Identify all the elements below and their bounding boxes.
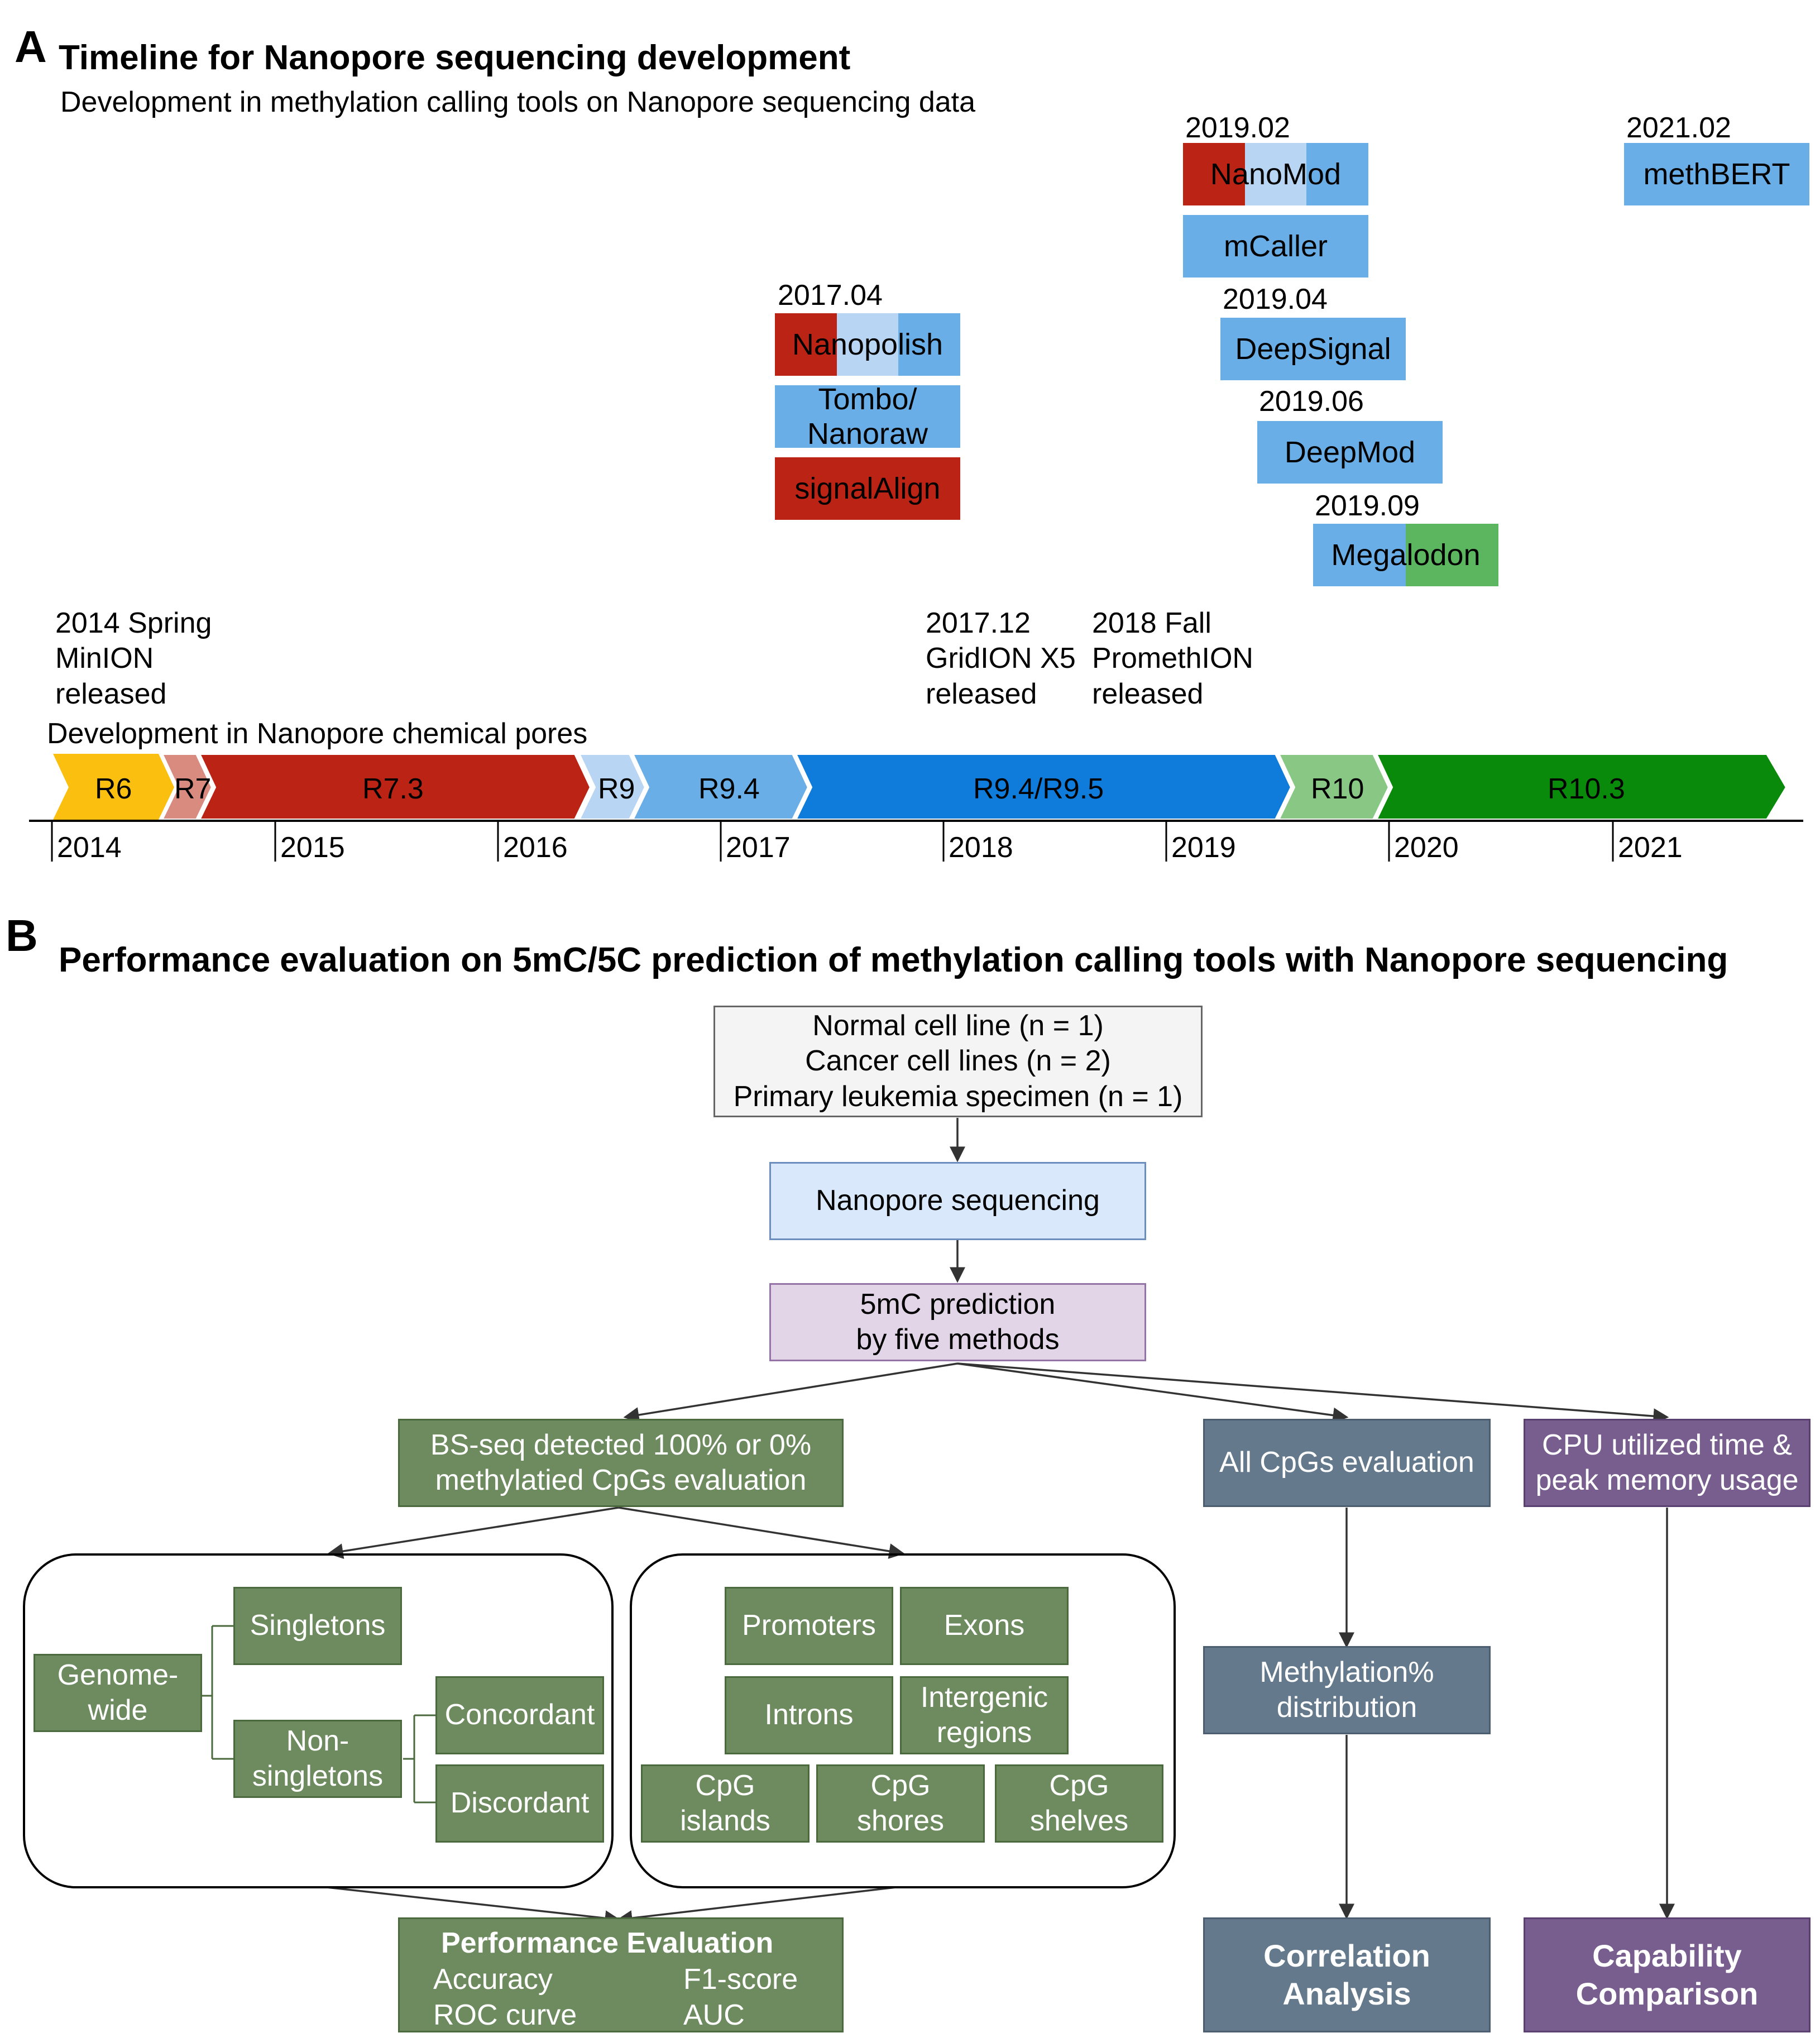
panel-a-title: Timeline for Nanopore sequencing develop… (59, 39, 851, 77)
region-cpg-shores: CpG shores (816, 1764, 985, 1843)
tool-methbert: methBERT (1624, 143, 1809, 205)
tool-signalalign: signalAlign (775, 457, 960, 520)
capability-comparison-box: Capability Comparison (1524, 1917, 1811, 2032)
release-date-label: 2019.06 (1259, 385, 1364, 418)
year-label: 2019 (1171, 831, 1236, 864)
pore-label: R9.4 (698, 773, 760, 805)
tool-nanomod: NanoMod (1210, 157, 1342, 191)
pore-label: R10.3 (1548, 773, 1625, 805)
gridion-release-event: 2017.12 GridION X5 released (926, 607, 1076, 710)
pore-label: R10 (1311, 773, 1364, 805)
year-label: 2015 (280, 831, 345, 864)
metric-accuracy: Accuracy (433, 1963, 553, 1996)
promethion-release-event: 2018 Fall PromethION released (1092, 607, 1253, 710)
region-introns: Introns (725, 1676, 893, 1754)
all-cpgs-evaluation-box: All CpGs evaluation (1203, 1419, 1491, 1507)
panel-b-title: Performance evaluation on 5mC/5C predict… (59, 941, 1728, 979)
concordant-box: Concordant (435, 1676, 604, 1754)
minion-release-event: 2014 Spring MinION released (55, 607, 212, 710)
pore-label: R7.3 (362, 773, 424, 805)
year-label: 2018 (949, 831, 1013, 864)
regions-group (630, 1553, 1176, 1888)
tool-mcaller: mCaller (1183, 215, 1368, 278)
singletons-box: Singletons (233, 1587, 402, 1665)
genome-wide-group (23, 1553, 614, 1888)
pore-label: R9 (598, 773, 635, 805)
metric-roc-curve: ROC curve (433, 1999, 577, 2031)
region-promoters: Promoters (725, 1587, 893, 1665)
cpu-memory-box: CPU utilized time & peak memory usage (1524, 1419, 1811, 1507)
panel-b-letter: B (6, 911, 38, 960)
correlation-analysis-box: Correlation Analysis (1203, 1917, 1491, 2032)
region-cpg-islands: CpG islands (641, 1764, 810, 1843)
performance-evaluation-box: Performance Evaluation Accuracy F1-score… (398, 1917, 844, 2032)
tool-tombo-nanoraw: Tombo/ Nanoraw (775, 382, 960, 451)
panel-a-letter: A (15, 22, 47, 71)
pore-r6-chevron (53, 754, 174, 820)
region-exons: Exons (900, 1587, 1069, 1665)
performance-title: Performance Evaluation (441, 1927, 774, 1959)
region-intergenic: Intergenic regions (900, 1676, 1069, 1754)
pore-label: R7 (174, 773, 212, 805)
release-date-label: 2017.04 (778, 279, 883, 312)
release-date-label: 2019.09 (1315, 490, 1420, 522)
pore-chevrons (29, 753, 1803, 862)
samples-box: Normal cell line (n = 1) Cancer cell lin… (713, 1006, 1203, 1117)
release-date-label: 2021.02 (1626, 112, 1731, 144)
tool-deepmod: DeepMod (1257, 421, 1443, 484)
discordant-box: Discordant (435, 1764, 604, 1843)
year-label: 2017 (726, 831, 791, 864)
nanopore-sequencing-box: Nanopore sequencing (769, 1162, 1146, 1240)
bsseq-evaluation-box: BS-seq detected 100% or 0% methylatied C… (398, 1419, 844, 1507)
metric-auc: AUC (683, 1999, 745, 2031)
nanomod-bar (1183, 143, 1369, 205)
nanopolish-bar (775, 313, 961, 376)
non-singletons-box: Non- singletons (233, 1720, 402, 1798)
release-date-label: 2019.02 (1185, 112, 1290, 144)
year-label: 2020 (1394, 831, 1459, 864)
methylation-distribution-box: Methylation% distribution (1203, 1646, 1491, 1734)
region-cpg-shelves: CpG shelves (995, 1764, 1163, 1843)
prediction-box: 5mC prediction by five methods (769, 1283, 1146, 1361)
tool-megalodon: Megalodon (1331, 538, 1481, 572)
tool-deepsignal: DeepSignal (1220, 318, 1406, 380)
genome-wide-box: Genome- wide (33, 1654, 202, 1732)
tools-subtitle: Development in methylation calling tools… (60, 86, 976, 118)
pore-label: R6 (95, 773, 132, 805)
year-label: 2021 (1618, 831, 1683, 864)
pores-heading: Development in Nanopore chemical pores (47, 717, 588, 750)
year-label: 2014 (57, 831, 122, 864)
release-date-label: 2019.04 (1223, 283, 1328, 315)
megalodon-bar (1313, 524, 1498, 586)
pore-label: R9.4/R9.5 (973, 773, 1104, 805)
year-label: 2016 (503, 831, 568, 864)
metric-f1-score: F1-score (683, 1963, 798, 1996)
tool-nanopolish: Nanopolish (792, 327, 943, 361)
